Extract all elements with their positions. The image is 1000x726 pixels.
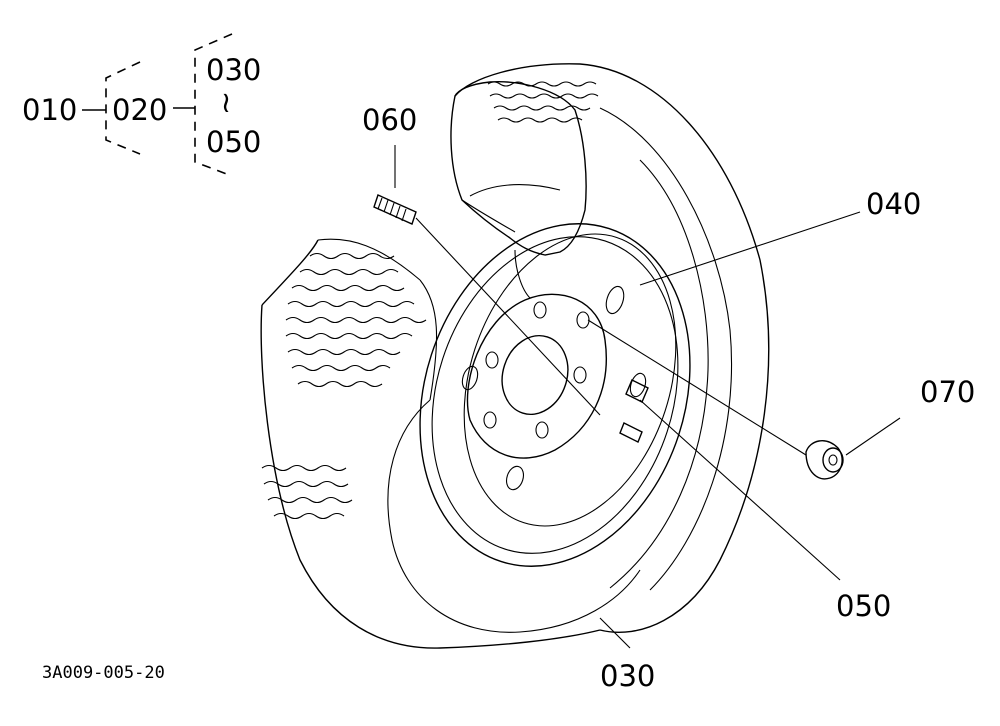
cutaway-inner-line xyxy=(469,184,561,197)
callout-060: 060 xyxy=(362,103,417,137)
leader-070 xyxy=(845,417,901,456)
tire-sidewall-line xyxy=(609,159,709,589)
bolt-hole-5 xyxy=(485,351,499,369)
tire-tread-lower xyxy=(261,464,353,520)
tire-front-bead-top xyxy=(317,238,421,281)
range-tilde: ≀ xyxy=(221,85,232,119)
label-030-range-start: 030 xyxy=(206,53,261,87)
bolt-hole-6 xyxy=(533,301,547,319)
tire-inner-sidewall-ring xyxy=(387,399,641,633)
wheel-rim xyxy=(419,223,691,567)
leader-040 xyxy=(639,211,861,286)
tire-cutaway-section xyxy=(450,81,587,299)
tire-tread-upper xyxy=(487,81,599,123)
bracket-030-050 xyxy=(194,33,233,177)
callout-030: 030 xyxy=(600,659,655,693)
stud-body xyxy=(373,194,417,225)
wheel-stud xyxy=(373,194,601,416)
label-010: 010 xyxy=(22,93,77,127)
label-020: 020 xyxy=(112,93,167,127)
callout-070: 070 xyxy=(920,375,975,409)
leader-nut-axis xyxy=(587,319,807,456)
bolt-hole-1 xyxy=(576,311,590,329)
tire-bead-left xyxy=(419,279,438,401)
tire-outer-edge xyxy=(454,63,770,634)
callout-labels: 060 040 070 050 030 xyxy=(362,103,975,693)
nut-thread-hole xyxy=(828,454,838,466)
stud-axis-line xyxy=(415,217,601,416)
stud-thread-2 xyxy=(383,199,389,213)
label-050-range-end: 050 xyxy=(206,125,261,159)
tire-front-outer-edge xyxy=(260,304,601,649)
callout-040: 040 xyxy=(866,187,921,221)
nut-face xyxy=(822,447,844,473)
bolt-hole-3 xyxy=(535,421,549,439)
cutaway-drop-line xyxy=(514,249,531,299)
rim-well xyxy=(463,233,677,527)
leader-030 xyxy=(599,617,631,649)
center-bore xyxy=(501,334,569,416)
tire-front-top-edge xyxy=(261,239,319,306)
stud-thread-3 xyxy=(389,202,395,216)
leader-050 xyxy=(639,399,841,581)
assembly-hierarchy: 010 020 030 ≀ 050 xyxy=(22,33,261,177)
tire-shoulder-line xyxy=(599,107,733,591)
stud-thread-5 xyxy=(401,208,407,222)
callout-050: 050 xyxy=(836,589,891,623)
cutaway-bead-line xyxy=(461,199,516,233)
rim-inner-flange xyxy=(431,236,679,554)
hub-disc xyxy=(466,293,607,459)
tire-tread-left xyxy=(285,252,427,388)
vent-hole-3 xyxy=(505,465,525,491)
valve-body xyxy=(619,422,643,443)
vent-hole-1 xyxy=(605,285,625,315)
bolt-hole-2 xyxy=(573,366,587,384)
vent-hole-4 xyxy=(461,365,479,391)
figure-code: 3A009-005-20 xyxy=(42,663,165,683)
wheel-nut xyxy=(805,440,844,480)
stud-thread-1 xyxy=(377,197,383,210)
valve-seat xyxy=(625,379,649,403)
tire xyxy=(260,63,770,649)
bracket-020 xyxy=(105,61,141,155)
stud-thread-4 xyxy=(395,205,401,219)
bolt-hole-4 xyxy=(483,411,497,429)
leader-lines xyxy=(394,145,901,649)
